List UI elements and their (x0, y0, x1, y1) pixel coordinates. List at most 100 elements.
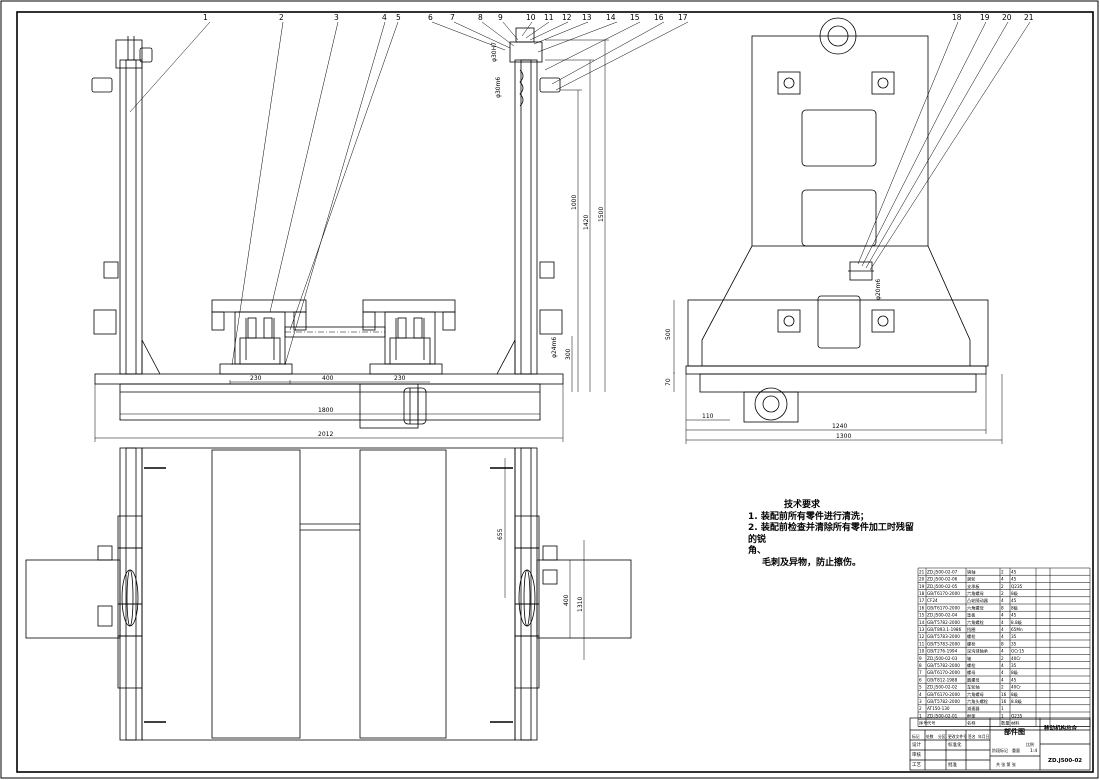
bom-cell-mat: Q235 (1011, 584, 1023, 589)
bom-cell-name: 圆螺母 (967, 676, 980, 683)
bom-cell-no: 10 (919, 649, 925, 654)
row-label-1: 处数 (926, 734, 934, 739)
balloon-14: 14 (606, 13, 616, 22)
bom-cell-mat: 45 (1011, 613, 1017, 618)
bom-cell-qty: 2 (1001, 569, 1004, 574)
dim-1300: 1300 (836, 433, 851, 440)
bom-cell-qty: 2 (1001, 591, 1004, 596)
bom-cell-code: ZD.J500-02-05 (927, 584, 958, 589)
row-label-0: 标记 (912, 734, 920, 739)
bom-cell-code: ZD.J500-02-02 (927, 685, 958, 690)
bom-cell-qty: 4 (1001, 677, 1004, 682)
bom-cell-mat: 40Cr (1011, 656, 1021, 661)
bom-cell-no: 8 (919, 663, 922, 668)
bom-cell-qty: 1 (1001, 713, 1004, 718)
bom-cell-name: 螺栓 (967, 633, 976, 640)
bom-cell-name: 销轴 (967, 568, 975, 575)
title-part-name: 部件图 (1004, 727, 1025, 736)
bom-cell-mat: GCr15 (1011, 649, 1025, 654)
dim-1800: 1800 (318, 407, 333, 414)
dim-2012: 2012 (318, 431, 333, 438)
bom-cell-no: 11 (919, 641, 925, 646)
bom-cell-no: 21 (919, 569, 925, 574)
balloon-5: 5 (396, 13, 401, 22)
title-drawing: 移动机构总合 (1044, 724, 1078, 732)
bom-cell-qty: 4 (1001, 627, 1004, 632)
bom-cell-name: 挡圈 (967, 626, 975, 633)
balloon-13: 13 (582, 13, 592, 22)
bom-cell-qty: 4 (1001, 577, 1004, 582)
dim-1240: 1240 (832, 423, 847, 430)
bom-cell-mat: 35 (1011, 663, 1017, 668)
balloon-7: 7 (450, 13, 455, 22)
balloon-12: 12 (562, 13, 572, 22)
fit-d30: φ30m6 (495, 77, 502, 98)
balloon-10: 10 (526, 13, 536, 22)
bom-cell-name: 减速器 (967, 705, 980, 712)
title-review: 审核 (912, 751, 921, 758)
fit-d30b: φ30H7 (491, 42, 498, 62)
bom-cell-no: 15 (919, 613, 925, 618)
title-std: 标准化 (948, 741, 962, 748)
bom-cell-no: 6 (919, 677, 922, 682)
bom-cell-name: 支承板 (967, 583, 980, 590)
front-view (91, 21, 689, 442)
bom-cell-code: GB/T6170-2000 (927, 692, 960, 697)
dim-400-plan: 400 (563, 594, 570, 606)
bom-cell-name: 六角头螺栓 (967, 698, 989, 705)
dim-655: 655 (497, 528, 504, 540)
bom-cell-mat: 65Mn (1011, 627, 1023, 632)
bom-cell-name: 螺栓 (967, 640, 976, 647)
title-weight: 重量 (1012, 747, 1020, 753)
bom-cell-qty: 2 (1001, 656, 1004, 661)
bom-cell-qty: 数量 (1001, 720, 1009, 727)
front-view-balloons: 1 2 3 4 5 6 7 8 9 10 11 12 13 14 15 16 1… (203, 13, 688, 22)
bom-cell-code: CF24 (927, 598, 938, 603)
dim-400: 400 (322, 375, 334, 382)
dim-230-right: 230 (394, 375, 406, 382)
balloon-15: 15 (630, 13, 640, 22)
bom-cell-mat: 8级 (1011, 590, 1019, 597)
dim-1310: 1310 (577, 597, 584, 612)
bom-cell-qty: 4 (1001, 620, 1004, 625)
bom-cell-no: 16 (919, 605, 925, 610)
drawing-border-inner (16, 11, 1094, 773)
row-label-3: 更改文件号 (948, 734, 967, 739)
title-process: 工艺 (912, 762, 921, 768)
balloon-19: 19 (980, 13, 990, 22)
bom-cell-code: ZD.J500-02-04 (927, 613, 958, 618)
bom-cell-qty: 4 (1001, 670, 1004, 675)
bom-cell-mat: 45 (1011, 677, 1017, 682)
bom-cell-name: 六角螺母 (967, 590, 984, 597)
bom-cell-qty: 8 (1001, 641, 1004, 646)
bom-cell-no: 3 (919, 699, 922, 704)
dim-230-left: 230 (250, 375, 262, 382)
bom-cell-name: 六角螺母 (967, 691, 984, 698)
balloon-9: 9 (498, 13, 503, 22)
bom-cell-code: GB/T893.1-1986 (927, 627, 962, 632)
bom-cell-mat: 材料 (1011, 720, 1020, 727)
bom-cell-no: 18 (919, 591, 925, 596)
bom-cell-name: 名称 (967, 720, 975, 727)
balloon-4: 4 (382, 13, 387, 22)
bom-cell-no: 19 (919, 584, 925, 589)
bom-cell-qty: 1 (1001, 706, 1004, 711)
balloon-6: 6 (428, 13, 433, 22)
bom-cell-no: 17 (919, 598, 925, 603)
balloon-18: 18 (952, 13, 962, 22)
bom-cell-name: 凸轮随动器 (967, 597, 989, 604)
bom-cell-mat: Q235 (1011, 713, 1023, 718)
bom-cell-no: 1 (919, 713, 922, 718)
bom-cell-name: 六角螺母 (967, 604, 984, 611)
tech-req-line2: 2. 装配前检查并清除所有零件加工时残留的锐 (748, 523, 914, 545)
tech-req-line3: 毛刺及异物，防止擦伤。 (762, 557, 862, 568)
bom-cell-name: 滚轮 (967, 576, 976, 583)
bom-cell-code: GB/T5782-2000 (927, 663, 960, 668)
side-view-text: 18 19 20 21 500 70 110 1240 1300 φ20m6 (665, 13, 1034, 440)
title-drawing-no: ZD.J500-02 (1048, 758, 1082, 764)
bom-cell-no: 9 (919, 656, 922, 661)
tech-req-line2b: 角、 (748, 546, 767, 556)
bom-cell-name: 框架 (967, 712, 975, 719)
bom-cell-code: GB/T6170-2000 (927, 591, 960, 596)
